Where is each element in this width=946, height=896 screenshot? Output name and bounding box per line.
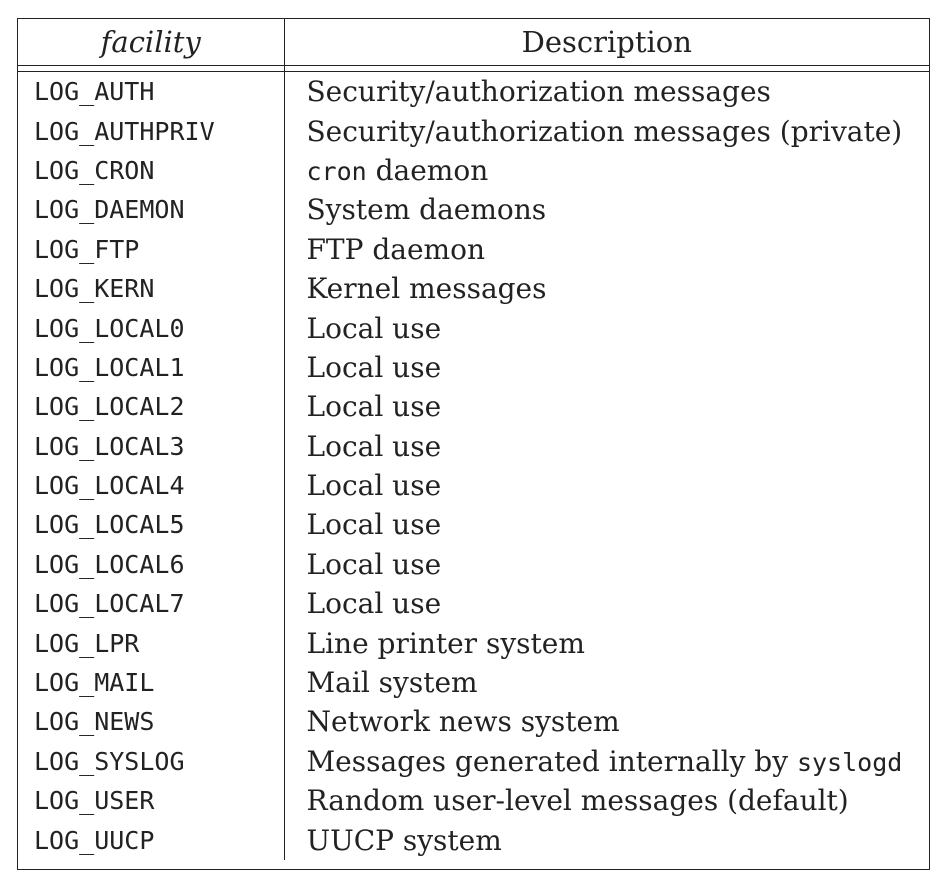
description-text: Local use bbox=[306, 350, 442, 384]
table-row: LOG_LPR Line printer system bbox=[18, 623, 929, 663]
description-text: Local use bbox=[306, 587, 442, 621]
facility-cell: LOG_AUTHPRIV bbox=[18, 111, 285, 151]
facility-cell: LOG_FTP bbox=[18, 229, 285, 269]
table-row: LOG_LOCAL4 Local use bbox=[18, 465, 929, 506]
facility-cell: LOG_LOCAL5 bbox=[18, 505, 285, 545]
description-code: syslogd bbox=[796, 747, 903, 777]
facility-cell: LOG_LOCAL0 bbox=[18, 308, 285, 348]
table-row: LOG_USER Random user-level messages (def… bbox=[18, 781, 929, 821]
facility-cell: LOG_DAEMON bbox=[18, 190, 285, 230]
header-description: Description bbox=[284, 19, 929, 66]
table-row: LOG_FTP FTP daemon bbox=[18, 229, 929, 269]
facility-cell: LOG_LOCAL7 bbox=[18, 584, 285, 624]
table-row: LOG_SYSLOG Messages generated internally… bbox=[18, 741, 929, 782]
description-text: Local use bbox=[306, 429, 442, 463]
description-text: System daemons bbox=[306, 193, 547, 227]
description-cell: Security/authorization messages bbox=[284, 72, 929, 112]
description-cell: Kernel messages bbox=[284, 269, 929, 308]
facility-cell: LOG_LOCAL6 bbox=[18, 544, 285, 585]
facility-cell: LOG_LOCAL4 bbox=[18, 465, 285, 506]
table-row: LOG_LOCAL5 Local use bbox=[18, 505, 929, 545]
facility-cell: LOG_MAIL bbox=[18, 662, 285, 703]
description-cell: Local use bbox=[284, 387, 929, 426]
description-cell: Local use bbox=[284, 427, 929, 466]
facility-cell: LOG_AUTH bbox=[18, 71, 285, 112]
facility-cell: LOG_LPR bbox=[18, 623, 285, 663]
description-cell: Local use bbox=[284, 308, 929, 347]
description-text-after: daemon bbox=[366, 153, 489, 187]
table-row: LOG_LOCAL6 Local use bbox=[18, 544, 929, 585]
description-cell: Messages generated internally by syslogd bbox=[284, 742, 929, 781]
description-text: Random user-level messages (default) bbox=[306, 784, 849, 818]
rule-cell bbox=[284, 65, 929, 72]
facility-cell: LOG_LOCAL3 bbox=[18, 426, 285, 466]
table-row: LOG_AUTHPRIV Security/authorization mess… bbox=[18, 111, 929, 151]
description-text: Mail system bbox=[306, 666, 478, 700]
header-row: facility Description bbox=[18, 19, 929, 66]
table-row: LOG_LOCAL2 Local use bbox=[18, 387, 929, 427]
description-cell: System daemons bbox=[284, 190, 929, 229]
description-text: Security/authorization messages (private… bbox=[306, 114, 903, 148]
description-cell: Local use bbox=[284, 584, 929, 623]
table-row: LOG_LOCAL1 Local use bbox=[18, 347, 929, 388]
table-row: LOG_LOCAL0 Local use bbox=[18, 308, 929, 348]
description-text: FTP daemon bbox=[306, 232, 485, 266]
table-row: LOG_KERN Kernel messages bbox=[18, 268, 929, 309]
description-text: Local use bbox=[306, 390, 442, 424]
description-cell: Mail system bbox=[284, 663, 929, 702]
facility-cell: LOG_UUCP bbox=[18, 820, 285, 860]
description-cell: Local use bbox=[284, 348, 929, 387]
description-text: Local use bbox=[306, 469, 442, 503]
table-row: LOG_LOCAL7 Local use bbox=[18, 584, 929, 624]
description-text: Security/authorization messages bbox=[306, 75, 771, 109]
description-cell: Network news system bbox=[284, 702, 929, 741]
facility-cell: LOG_NEWS bbox=[18, 702, 285, 742]
table-row: LOG_AUTH Security/authorization messages bbox=[18, 71, 929, 112]
description-text: Kernel messages bbox=[306, 272, 547, 306]
description-cell: Local use bbox=[284, 466, 929, 505]
description-cell: Security/authorization messages (private… bbox=[284, 111, 929, 150]
table-row: LOG_LOCAL3 Local use bbox=[18, 426, 929, 466]
description-text: Line printer system bbox=[306, 626, 585, 660]
description-text: Local use bbox=[306, 508, 442, 542]
facility-cell: LOG_LOCAL2 bbox=[18, 387, 285, 427]
facility-cell: LOG_CRON bbox=[18, 150, 285, 191]
facility-cell: LOG_KERN bbox=[18, 268, 285, 309]
description-cell: Local use bbox=[284, 545, 929, 584]
rule-cell bbox=[18, 65, 285, 72]
description-code: cron bbox=[306, 156, 367, 186]
table-row: LOG_UUCP UUCP system bbox=[18, 820, 929, 860]
description-text: Messages generated internally by bbox=[306, 744, 797, 778]
description-text: UUCP system bbox=[306, 823, 502, 857]
facility-table: facility Description LOG_AUTH Security/a… bbox=[17, 18, 930, 870]
description-cell: cron daemon bbox=[284, 151, 929, 190]
facility-cell: LOG_USER bbox=[18, 781, 285, 821]
description-text: Local use bbox=[306, 547, 442, 581]
description-cell: UUCP system bbox=[284, 820, 929, 859]
facility-table-grid: facility Description LOG_AUTH Security/a… bbox=[18, 19, 929, 860]
table-row: LOG_MAIL Mail system bbox=[18, 662, 929, 703]
table-row: LOG_CRON cron daemon bbox=[18, 150, 929, 191]
header-double-rule bbox=[18, 65, 929, 72]
description-cell: Line printer system bbox=[284, 623, 929, 662]
description-text: Local use bbox=[306, 311, 442, 345]
description-cell: Random user-level messages (default) bbox=[284, 781, 929, 820]
table-row: LOG_NEWS Network news system bbox=[18, 702, 929, 742]
description-cell: FTP daemon bbox=[284, 230, 929, 269]
facility-cell: LOG_SYSLOG bbox=[18, 741, 285, 782]
table-row: LOG_DAEMON System daemons bbox=[18, 190, 929, 230]
header-facility: facility bbox=[18, 19, 285, 66]
description-text: Network news system bbox=[306, 705, 620, 739]
description-cell: Local use bbox=[284, 505, 929, 544]
facility-cell: LOG_LOCAL1 bbox=[18, 347, 285, 388]
